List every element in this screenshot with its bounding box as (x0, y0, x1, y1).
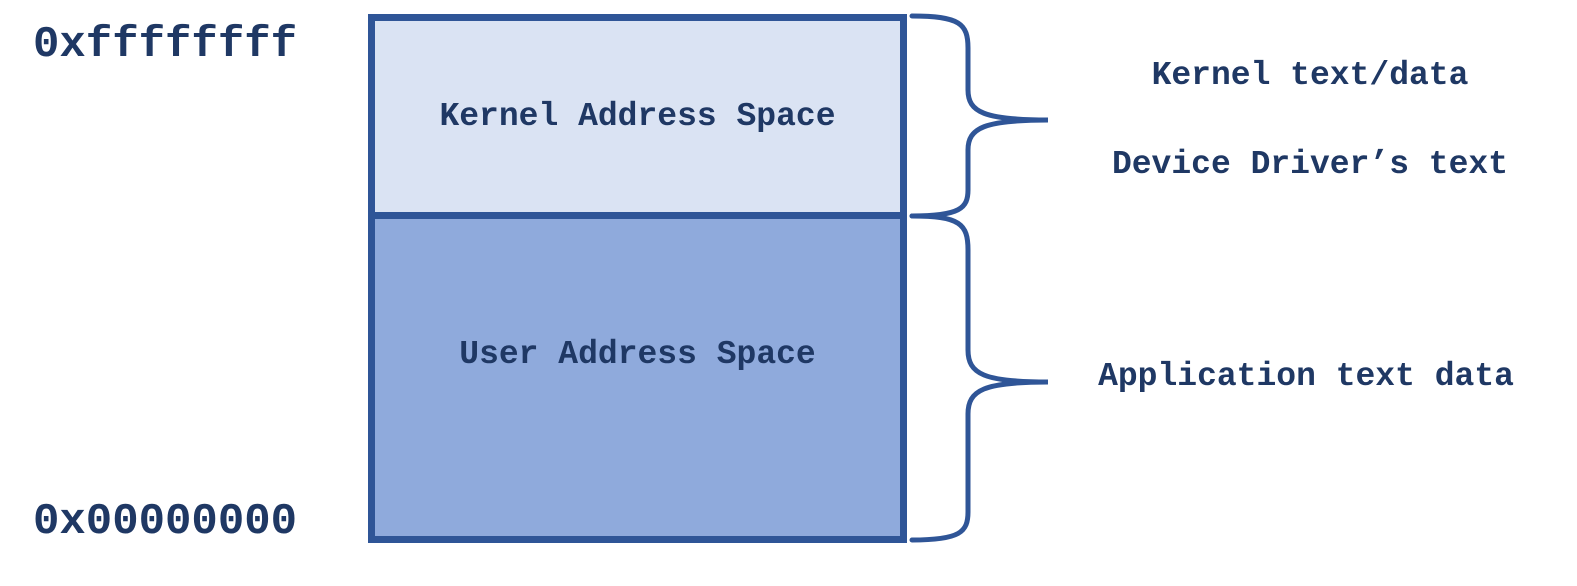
device-driver-text-label: Device Driver’s text (1111, 146, 1509, 183)
user-brace-icon (909, 213, 1049, 543)
application-text-data-label: Application text data (1098, 358, 1514, 395)
kernel-brace-icon (909, 13, 1049, 219)
user-address-space-label: User Address Space (459, 336, 816, 373)
address-bottom-label: 0x00000000 (33, 497, 298, 547)
kernel-address-space-region: Kernel Address Space (375, 21, 900, 219)
kernel-text-data-label: Kernel text/data (1151, 57, 1469, 94)
user-address-space-region: User Address Space (375, 219, 900, 536)
memory-map: Kernel Address Space User Address Space (368, 14, 907, 543)
kernel-address-space-label: Kernel Address Space (439, 97, 836, 135)
address-top-label: 0xffffffff (33, 20, 298, 70)
